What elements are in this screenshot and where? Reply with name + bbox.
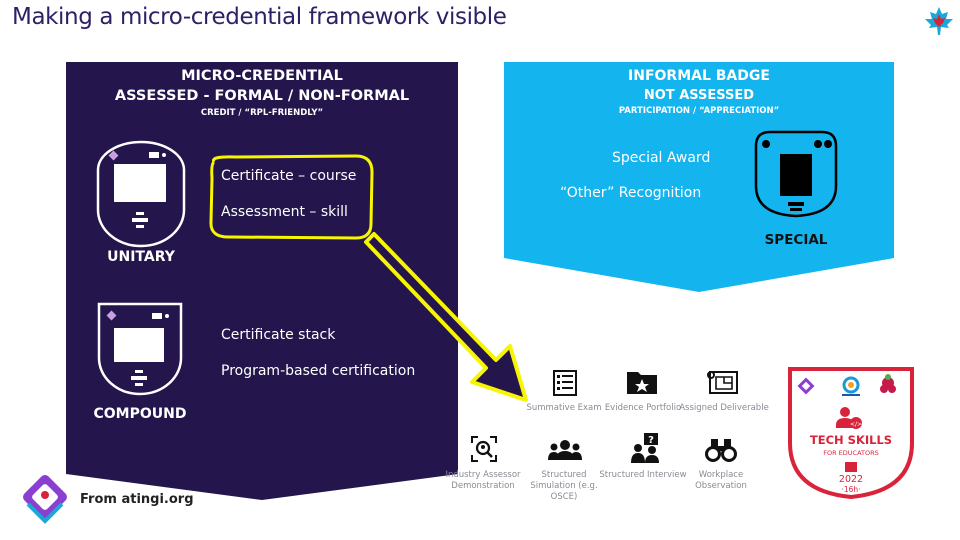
group-icon [548,440,582,460]
magnifier-person-icon [471,436,497,462]
compound-item: Program-based certification [221,363,416,379]
informal-item: “Other” Recognition [560,185,702,201]
badge-title: TECH SKILLS [809,433,893,447]
method-label: Workplace Observation [695,470,747,491]
method-label: Industry Assessor Demonstration [445,470,521,491]
unitary-item: Assessment – skill [221,204,348,220]
micro-credential-heading: MICRO-CREDENTIAL [181,68,343,84]
folder-star-icon [627,372,657,394]
tech-skills-badge-icon: </> [788,367,914,500]
svg-text:?: ? [648,435,654,446]
informal-item: Special Award [612,150,711,166]
badge-subtitle: FOR EDUCATORS [823,449,879,457]
compound-item: Certificate stack [221,327,336,343]
badge-hours: ·16h· [841,485,861,494]
informal-badge-subheading: NOT ASSESSED [643,88,755,103]
checklist-icon [553,370,577,396]
badge-year: 2022 [838,474,864,485]
blueprint-icon [707,371,738,394]
informal-badge-heading: INFORMAL BADGE [628,68,770,84]
method-label: Assigned Deliverable [679,403,769,413]
svg-text:</>: </> [850,421,862,428]
interview-icon: ? [631,433,659,463]
method-label: Evidence Portfolio [604,403,682,413]
unitary-item: Certificate – course [221,168,357,184]
informal-badge-panel [504,62,894,292]
maple-leaf-icon [925,7,953,35]
method-label: Structured Interview [599,470,687,480]
unitary-badge-icon [96,140,186,248]
source-credit: From atingi.org [80,492,194,507]
informal-badge-note: PARTICIPATION / “APPRECIATION” [618,106,780,116]
compound-label: COMPOUND [93,406,187,422]
method-label: Summative Exam [526,403,602,413]
arrow-icon [364,232,528,402]
atingi-logo-icon [23,475,67,524]
binoculars-icon [705,439,737,462]
special-badge-icon [754,130,838,218]
method-label: Structured Simulation (e.g. OSCE) [530,470,598,502]
highlight-outline [209,154,374,240]
micro-credential-note: CREDIT / “RPL-FRIENDLY” [200,108,324,118]
compound-badge-icon [97,302,183,396]
unitary-label: UNITARY [107,249,175,265]
micro-credential-subheading: ASSESSED - FORMAL / NON-FORMAL [114,88,410,104]
special-label: SPECIAL [764,232,828,248]
slide-title: Making a micro-credential framework visi… [12,4,507,30]
